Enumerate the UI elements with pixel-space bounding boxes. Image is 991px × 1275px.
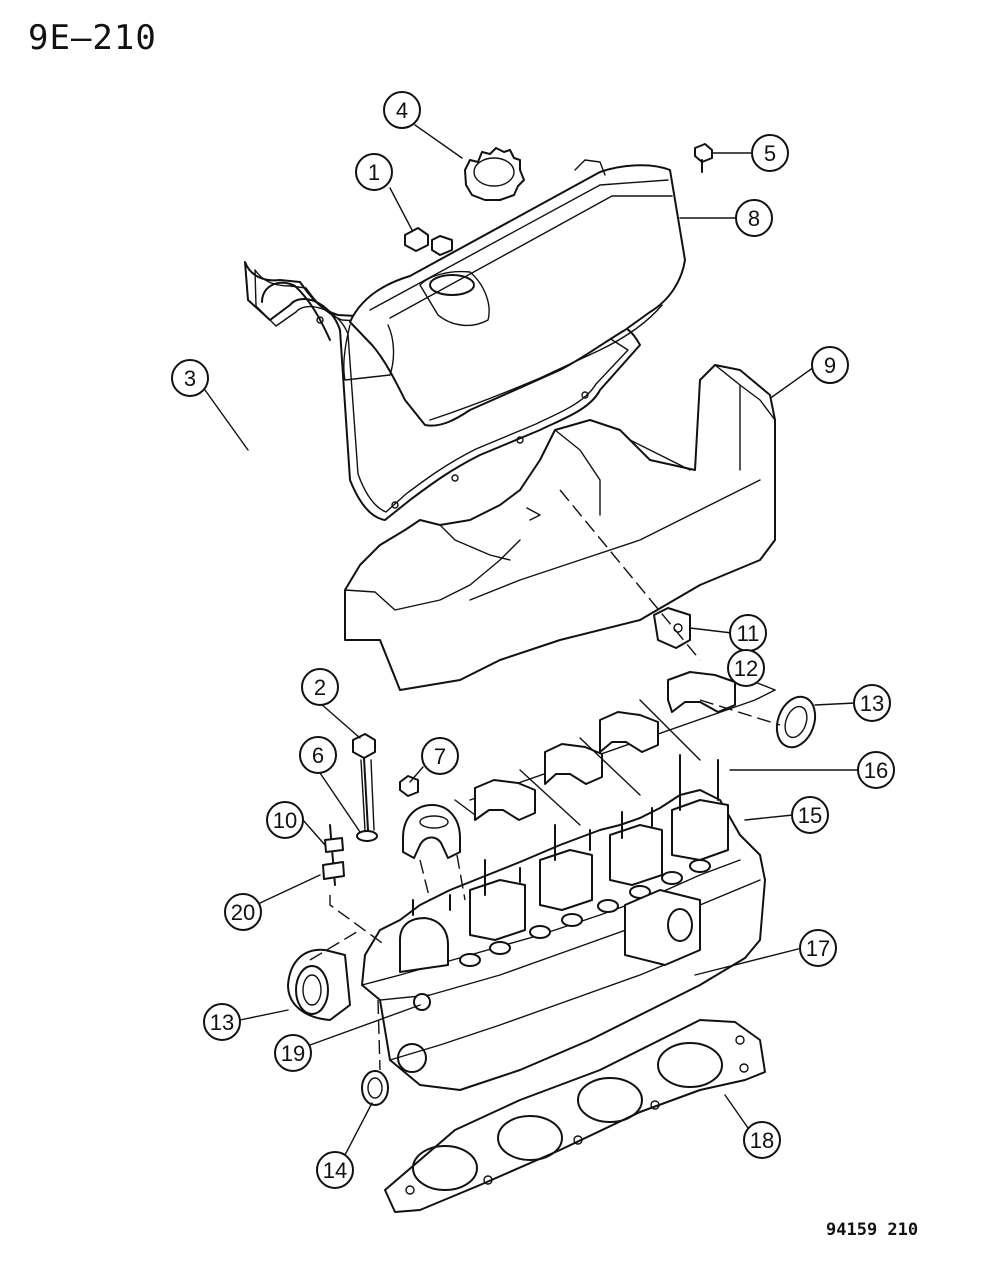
callout-5: 5 [751,134,789,172]
svg-text:1: 1 [368,160,380,185]
callout-4: 4 [383,91,421,129]
callout-9: 9 [811,346,849,384]
head-gasket [384,1019,766,1213]
svg-text:16: 16 [864,758,888,783]
svg-text:3: 3 [184,366,196,391]
svg-text:4: 4 [396,98,408,123]
reference-code: 94159 210 [826,1220,919,1240]
leader-lines [204,124,861,1156]
callout-14: 15 [791,796,829,834]
alignment-lines [309,489,781,1071]
svg-text:19: 19 [281,1041,305,1066]
callout-19: 19 [274,1034,312,1072]
svg-text:12: 12 [734,656,758,681]
bolt-part-5 [694,143,713,173]
svg-text:8: 8 [748,206,760,231]
svg-text:17: 17 [806,936,830,961]
camshaft-seal-front [287,948,351,1021]
oil-filler-cap [464,147,525,201]
callouts: 1 4 5 8 3 9 11 12 13 16 15 17 18 2 6 7 1… [171,91,895,1189]
svg-text:11: 11 [737,621,760,646]
page-code: 9E–210 [28,18,157,58]
nut-part-1 [404,227,453,256]
cylinder-head [361,754,766,1091]
callout-8: 8 [735,199,773,237]
camshaft-bearing-caps [454,671,776,826]
callout-7: 7 [421,737,459,775]
svg-text:15: 15 [798,803,822,828]
washer [356,830,378,842]
svg-text:20: 20 [231,900,255,925]
camshaft-shield [344,364,776,691]
svg-text:7: 7 [434,744,446,769]
callout-17: 18 [743,1121,781,1159]
callout-2: 2 [301,668,339,706]
callout-11: 11 [729,614,767,652]
callout-3: 3 [171,359,209,397]
svg-text:2: 2 [314,675,326,700]
stud-parts [322,824,345,886]
callout-15: 16 [857,751,895,789]
svg-text:13: 13 [210,1010,234,1035]
svg-text:5: 5 [764,141,776,166]
callout-12: 12 [727,649,765,687]
callout-13-rear: 13 [853,684,891,722]
callout-20: 20 [224,893,262,931]
callout-13-front: 13 [203,1003,241,1041]
head-bolt [352,733,376,831]
bracket-part-11 [653,607,691,649]
camshaft-seal-rear [775,695,817,749]
callout-6: 6 [299,736,337,774]
callout-16: 17 [799,929,837,967]
svg-text:13: 13 [860,691,884,716]
callout-18: 14 [316,1151,354,1189]
svg-text:9: 9 [824,353,836,378]
valve-cover-gasket [244,261,641,521]
svg-text:6: 6 [312,743,324,768]
front-cam-cap [399,775,461,859]
svg-text:18: 18 [750,1128,774,1153]
callout-10: 10 [266,801,304,839]
svg-text:14: 14 [323,1158,347,1183]
callout-1: 1 [355,153,393,191]
svg-text:10: 10 [273,808,297,833]
freeze-plug [361,1070,389,1106]
valve-cover [343,159,686,427]
